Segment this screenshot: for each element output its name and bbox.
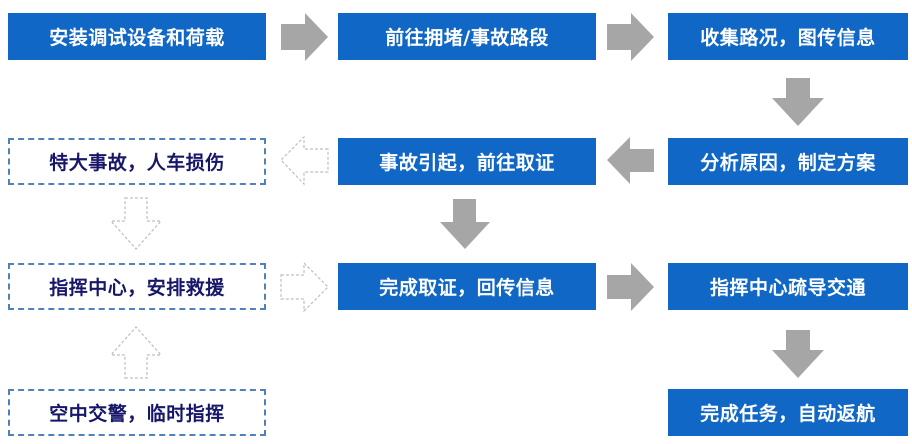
step-command-traffic-label: 指挥中心疏导交通 xyxy=(709,277,866,299)
arrow-major-accident-to-rescue xyxy=(109,197,163,250)
arrow-analyze-to-evidence xyxy=(607,137,654,184)
arrow-evidence-to-done xyxy=(440,199,490,249)
step-analyze-box: 分析原因，制定方案 xyxy=(668,138,908,185)
arrow-done-to-command-traffic xyxy=(607,263,654,311)
step-goto-label: 前往拥堵/事故路段 xyxy=(385,27,549,49)
arrow-install-to-goto xyxy=(281,13,328,61)
arrow-collect-to-analyze xyxy=(772,78,824,126)
branch-command-rescue-box: 指挥中心，安排救援 xyxy=(8,263,266,310)
step-goto-box: 前往拥堵/事故路段 xyxy=(338,13,596,60)
step-done-evidence-box: 完成取证，回传信息 xyxy=(338,263,596,310)
branch-major-accident-label: 特大事故，人车损伤 xyxy=(49,152,225,174)
arrow-evidence-to-major-accident xyxy=(280,135,329,186)
step-finish-box: 完成任务，自动返航 xyxy=(668,389,908,436)
arrow-air-police-to-rescue xyxy=(109,326,163,379)
step-finish-label: 完成任务，自动返航 xyxy=(700,403,876,425)
step-collect-label: 收集路况，图传信息 xyxy=(700,27,876,49)
arrow-rescue-to-done-evidence xyxy=(280,261,329,313)
branch-air-police-label: 空中交警，临时指挥 xyxy=(49,403,225,425)
step-collect-box: 收集路况，图传信息 xyxy=(668,13,908,60)
step-command-traffic-box: 指挥中心疏导交通 xyxy=(668,263,908,310)
step-accident-evidence-box: 事故引起，前往取证 xyxy=(338,138,596,185)
step-install-box: 安装调试设备和荷载 xyxy=(8,13,266,60)
arrow-command-traffic-to-finish xyxy=(772,330,824,378)
step-accident-evidence-label: 事故引起，前往取证 xyxy=(379,152,555,174)
branch-major-accident-box: 特大事故，人车损伤 xyxy=(8,138,266,185)
step-analyze-label: 分析原因，制定方案 xyxy=(700,152,876,174)
branch-command-rescue-label: 指挥中心，安排救援 xyxy=(49,277,225,299)
branch-air-police-box: 空中交警，临时指挥 xyxy=(8,389,266,436)
step-done-evidence-label: 完成取证，回传信息 xyxy=(379,277,555,299)
step-install-label: 安装调试设备和荷载 xyxy=(49,27,225,49)
arrow-goto-to-collect xyxy=(607,13,654,61)
